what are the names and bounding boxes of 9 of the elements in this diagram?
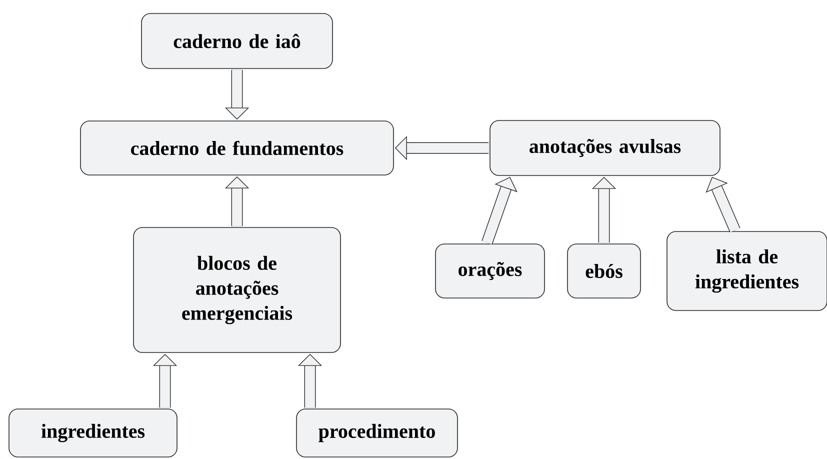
text-box: ingredientes bbox=[8, 408, 178, 458]
text-box: procedimento bbox=[296, 408, 458, 458]
text-box: lista de ingredientes bbox=[666, 231, 827, 311]
text-box: blocos de anotações emergenciais bbox=[133, 227, 341, 353]
text-box: caderno de iaô bbox=[141, 13, 333, 69]
text-box: orações bbox=[435, 244, 545, 298]
text-box: anotações avulsas bbox=[490, 120, 720, 176]
text-box: ebós bbox=[567, 244, 641, 298]
text-box: caderno de fundamentos bbox=[80, 120, 394, 176]
